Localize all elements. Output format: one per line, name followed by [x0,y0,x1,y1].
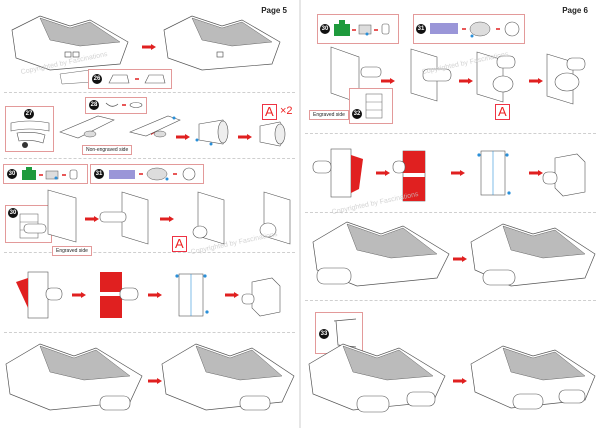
fuselage-with-engine-diagram [470,223,596,287]
fuselage-diagram [163,15,281,71]
engine-nacelle-diagram [195,119,229,146]
step-number: 31 [94,169,104,179]
manual-page-6: Page 6 30 31 Engraved side 32 A 33 Copyr… [301,0,600,428]
section-divider [305,212,596,213]
part-diagram [10,120,50,148]
step-number: 30 [7,169,17,179]
callout-step-28: 28 [85,97,147,114]
note-engraved-side: Engraved side [52,246,92,256]
part-label-a: A [262,104,277,120]
intake-diagram [59,115,115,139]
fuselage-with-engines-diagram [5,343,143,411]
fuselage-with-engine-diagram [312,221,450,287]
step-arrow [529,78,543,84]
step-arrow [148,378,162,384]
step-arrow [381,78,395,84]
step-arrow [176,134,190,140]
engine-assembly-diagram [312,148,363,198]
engine-panel-diagram [23,189,77,243]
step-number: 30 [8,208,18,218]
engine-panel-diagram [192,191,225,245]
fuselage-diagram [11,15,129,85]
callout-step-31: 31 [90,164,204,184]
part-diagram [365,93,383,119]
part-diagram [430,21,520,38]
step-number: 32 [352,109,362,119]
part-diagram [334,20,390,36]
engine-assembly-diagram [392,150,426,202]
section-divider [4,158,295,159]
step-number: 28 [89,100,99,110]
step-arrow [142,44,156,50]
page-number: Page 5 [261,6,287,15]
step-number: 30 [320,24,330,34]
engine-assembly-diagram [542,153,586,197]
fuselage-with-engines-diagram [161,343,295,411]
step-arrow [148,292,162,298]
part-label-a: A [495,104,510,120]
engine-panel-diagram [546,53,586,105]
step-arrow [451,170,465,176]
section-divider [4,252,295,253]
engine-assembly-diagram [16,271,63,319]
fuselage-with-engines-diagram [470,345,596,410]
callout-step-31: 31 [413,14,525,44]
engine-panel-diagram [99,191,149,245]
step-arrow [72,292,86,298]
callout-step-30: 30 [3,164,88,184]
section-divider [305,133,596,134]
step-arrow [160,216,174,222]
part-diagram [108,74,166,84]
step-arrow [529,170,543,176]
note-engraved-side: Engraved side [309,110,349,120]
section-divider [305,300,596,301]
step-number: 33 [319,329,329,339]
step-arrow [453,378,467,384]
fuselage-with-engines-diagram [308,343,446,413]
step-arrow [459,78,473,84]
callout-step-32: 32 [349,88,393,124]
step-number: 26 [92,74,102,84]
section-divider [4,92,295,93]
intake-diagram [129,115,181,138]
step-arrow [225,292,239,298]
callout-step-26: 26 [88,69,172,89]
part-label-a: A [172,236,187,252]
step-arrow [238,134,252,140]
manual-page-5: Page 5 26 27 28 Non-engraved side A ×2 3… [0,0,299,428]
note-non-engraved-side: Non-engraved side [82,145,133,155]
step-arrow [453,256,467,262]
step-number: 31 [416,24,426,34]
page-number: Page 6 [562,6,588,15]
engine-assembly-diagram [175,273,209,317]
part-diagram [109,167,196,181]
callout-step-30: 30 [317,14,399,44]
step-arrow [376,170,390,176]
quantity-label: ×2 [280,105,293,117]
engine-panel-diagram [259,191,291,245]
step-arrow [85,216,99,222]
part-diagram [105,102,143,108]
engine-assembly-diagram [477,150,511,196]
engine-panel-diagram [410,48,452,102]
page-gutter [299,0,301,428]
callout-step-27: 27 [5,106,54,152]
engine-nacelle-diagram [259,121,286,147]
step-number: 27 [24,109,34,119]
engine-assembly-diagram [241,277,281,317]
section-divider [4,332,295,333]
engine-panel-diagram [476,51,516,103]
engine-assembly-diagram [100,272,139,318]
part-diagram [22,167,78,180]
